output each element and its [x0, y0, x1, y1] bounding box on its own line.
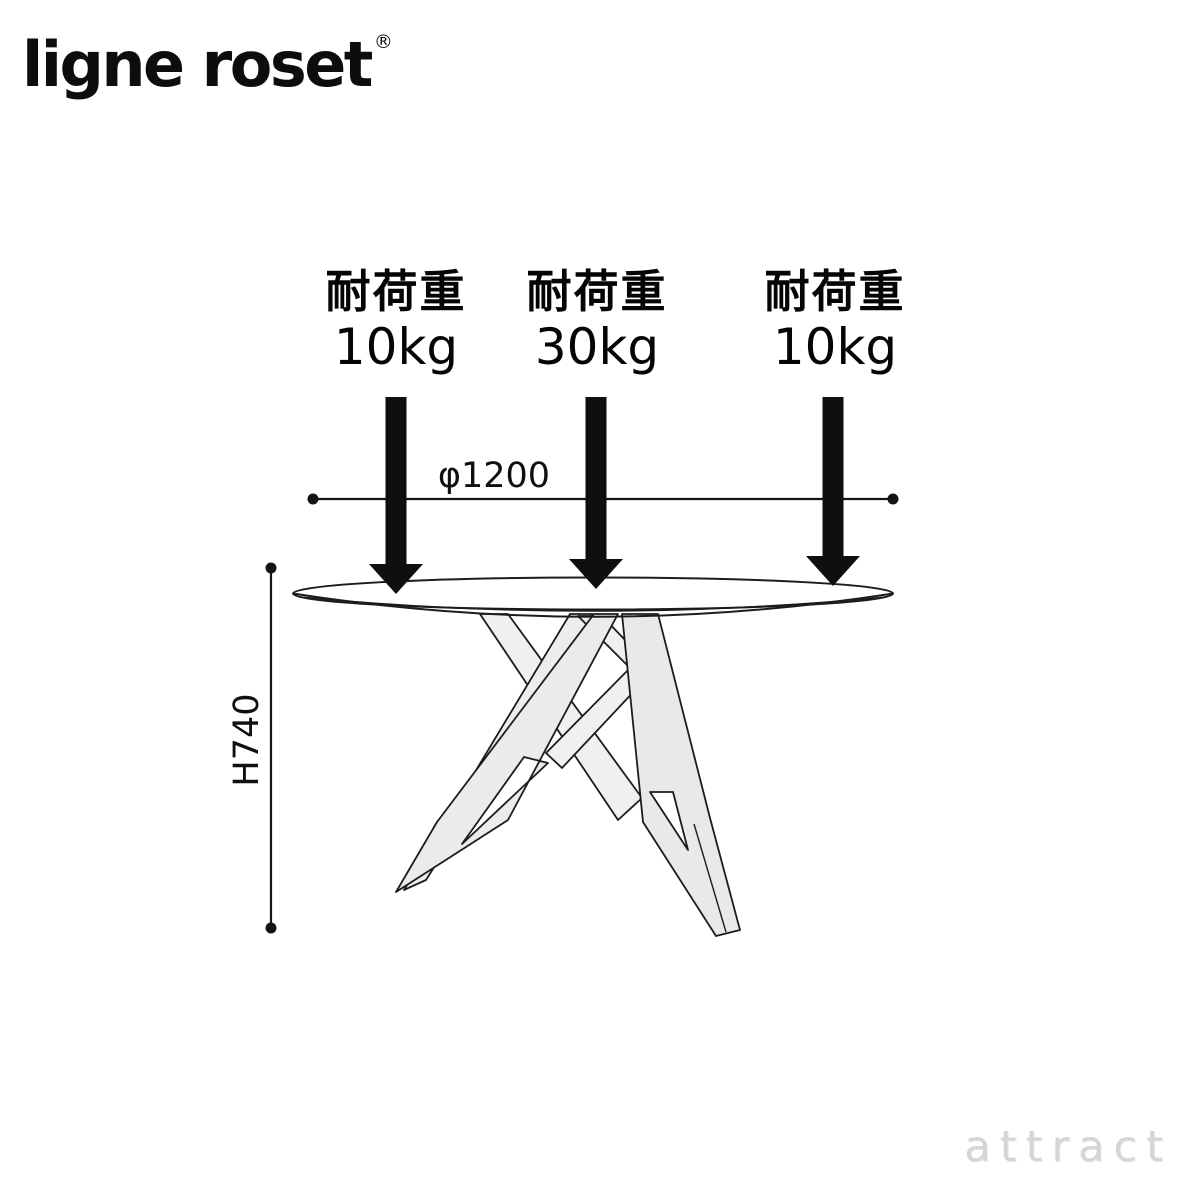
load-label-center: 耐荷重 30kg — [467, 265, 727, 377]
load-label-title: 耐荷重 — [325, 265, 467, 318]
table-legs — [395, 613, 741, 937]
load-label-title: 耐荷重 — [764, 265, 906, 318]
dimension-endpoint-dot — [307, 493, 319, 505]
load-label-right: 耐荷重 10kg — [705, 265, 965, 377]
brand-logo: ligne roset® — [22, 28, 393, 101]
table-leg-left-blade — [395, 613, 619, 893]
diameter-dimension-label: φ1200 — [437, 456, 551, 496]
load-label-value: 30kg — [534, 318, 660, 376]
tabletop-rim — [292, 592, 894, 618]
load-label-left: 耐荷重 10kg — [266, 265, 526, 377]
tabletop-edge-line — [299, 596, 887, 612]
brand-logo-text: ligne roset — [22, 28, 373, 101]
down-arrow-icon-left — [369, 397, 423, 594]
down-arrow-icon-center — [569, 397, 623, 589]
dimension-endpoint-dot — [265, 922, 277, 934]
load-arrows — [369, 397, 860, 594]
load-label-title: 耐荷重 — [526, 265, 668, 318]
dimension-endpoint-dot — [887, 493, 899, 505]
load-label-value: 10kg — [772, 318, 898, 376]
watermark: attract — [964, 1122, 1172, 1172]
height-dimension-line — [265, 562, 277, 934]
table-leg-edge-line — [693, 823, 727, 933]
load-label-value: 10kg — [333, 318, 459, 376]
dimension-endpoint-dot — [265, 562, 277, 574]
table-leg-right-blade — [621, 613, 741, 937]
height-dimension-label: H740 — [227, 693, 267, 787]
registered-trademark-symbol: ® — [373, 31, 393, 53]
down-arrow-icon-right — [806, 397, 860, 586]
